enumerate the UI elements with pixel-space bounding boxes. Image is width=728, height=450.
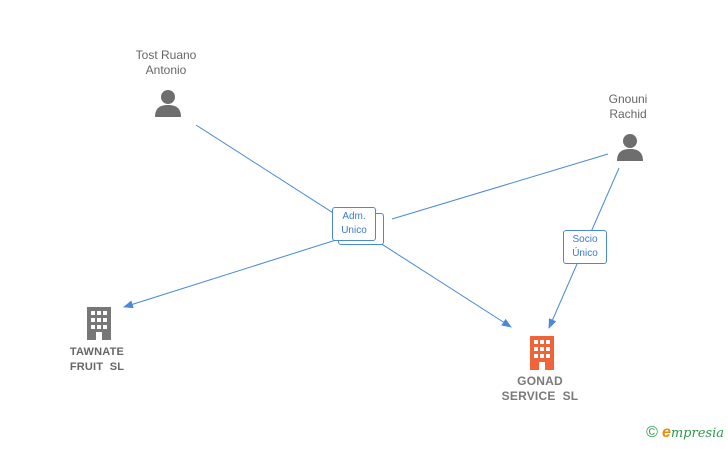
- edge-label-line1: Adm.: [342, 211, 366, 222]
- edge-label-socio-unico[interactable]: Socio Único: [563, 230, 607, 264]
- edge-label-line2: Unico: [341, 225, 367, 236]
- person-name-tost[interactable]: Tost Ruano Antonio: [118, 48, 214, 78]
- person-name-line1: Tost Ruano: [135, 48, 197, 62]
- empresia-logo: © empresia: [646, 424, 724, 442]
- edge-gnouni-to-adm: [391, 153, 609, 220]
- building-icon[interactable]: [527, 335, 557, 370]
- person-icon[interactable]: [614, 132, 646, 162]
- person-icon[interactable]: [152, 88, 184, 118]
- edge-label-line2: Único: [572, 248, 598, 259]
- company-name-tawnate[interactable]: TAWNATE FRUIT SL: [69, 346, 125, 373]
- copyright-icon: ©: [646, 424, 658, 441]
- edge-adm-to-tawnate: [123, 239, 337, 309]
- brand-wordmark: empresia: [661, 424, 724, 441]
- person-name-line1: Gnouni: [608, 92, 648, 106]
- building-icon[interactable]: [84, 306, 114, 340]
- person-name-line2: Rachid: [609, 107, 647, 121]
- edge-label-adm-unico[interactable]: Adm. Unico: [332, 207, 376, 241]
- edge-label-line1: Socio: [572, 234, 598, 245]
- person-name-gnouni[interactable]: Gnouni Rachid: [588, 92, 668, 122]
- person-name-line2: Antonio: [145, 63, 187, 77]
- company-name-gonad[interactable]: GONAD SERVICE SL: [501, 374, 579, 403]
